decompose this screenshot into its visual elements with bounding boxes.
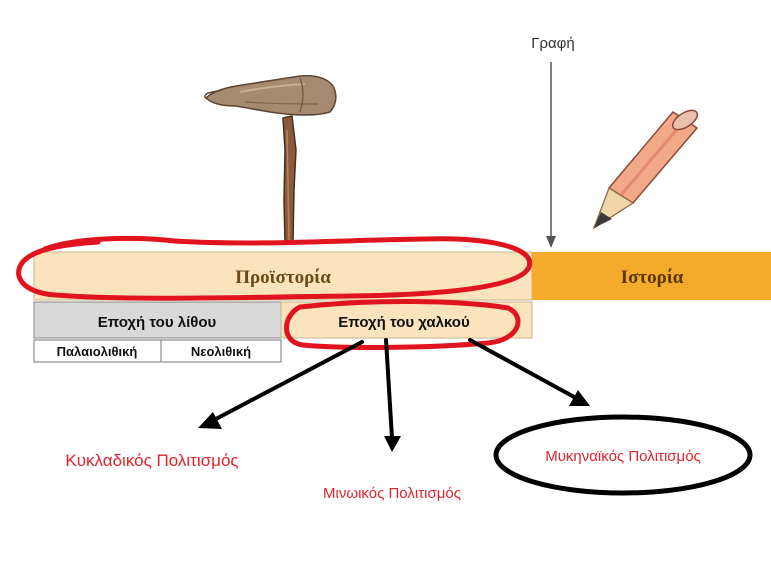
arrow-to-mycenaean — [468, 338, 590, 406]
arrow-to-cycladic — [198, 340, 364, 429]
stone-age-cell — [33, 301, 282, 339]
history-bar — [532, 252, 771, 300]
history-label: Ιστορία — [621, 267, 684, 288]
pencil-icon — [592, 109, 699, 230]
prehistory-label: Προϊστορία — [235, 267, 331, 288]
cycladic-label: Κυκλαδικός Πολιτισμός — [65, 451, 238, 470]
mycenaean-label: Μυκηναϊκός Πολιτισμός — [545, 448, 701, 465]
writing-arrow-head — [546, 236, 556, 248]
paleolithic-label: Παλαιολιθική — [57, 344, 138, 359]
neolithic-cell — [160, 339, 282, 363]
bronze-age-red-outline — [284, 298, 521, 350]
prehistory-red-outline — [16, 235, 533, 301]
mycenaean-black-outline — [493, 414, 753, 496]
bronze-age-label: Εποχή του χαλκού — [338, 314, 470, 331]
neolithic-label: Νεολιθική — [191, 344, 251, 359]
minoan-label: Μινωικός Πολιτισμός — [323, 485, 461, 502]
stone-axe-icon — [204, 74, 337, 245]
arrow-to-minoan — [384, 338, 401, 452]
stone-age-label: Εποχή του λίθου — [98, 314, 217, 331]
writing-label: Γραφή — [531, 35, 575, 52]
